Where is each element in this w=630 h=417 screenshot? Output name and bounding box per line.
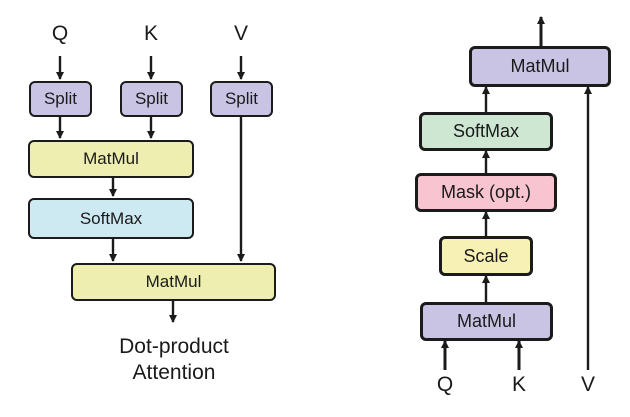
left-matmul-top-box: MatMul bbox=[28, 140, 194, 178]
left-matmul-bottom-box: MatMul bbox=[71, 263, 276, 301]
split-k-box: Split bbox=[120, 81, 183, 117]
right-mask-box: Mask (opt.) bbox=[415, 173, 557, 212]
right-input-q: Q bbox=[436, 373, 454, 396]
split-v-box: Split bbox=[210, 81, 273, 117]
caption-line-2: Attention bbox=[132, 361, 216, 384]
left-softmax-box: SoftMax bbox=[28, 198, 194, 239]
right-softmax-box: SoftMax bbox=[419, 112, 553, 151]
right-input-v: V bbox=[580, 373, 595, 396]
left-input-q: Q bbox=[51, 22, 69, 45]
left-input-k: K bbox=[143, 22, 158, 45]
split-q-box: Split bbox=[29, 81, 92, 117]
caption-line-1: Dot-product bbox=[119, 335, 229, 358]
right-input-k: K bbox=[511, 373, 526, 396]
left-input-v: V bbox=[233, 22, 248, 45]
right-scale-box: Scale bbox=[439, 236, 533, 276]
right-matmul-top-box: MatMul bbox=[469, 46, 611, 87]
left-caption: Dot-product Attention bbox=[84, 334, 264, 386]
right-matmul-bottom-box: MatMul bbox=[420, 302, 553, 341]
